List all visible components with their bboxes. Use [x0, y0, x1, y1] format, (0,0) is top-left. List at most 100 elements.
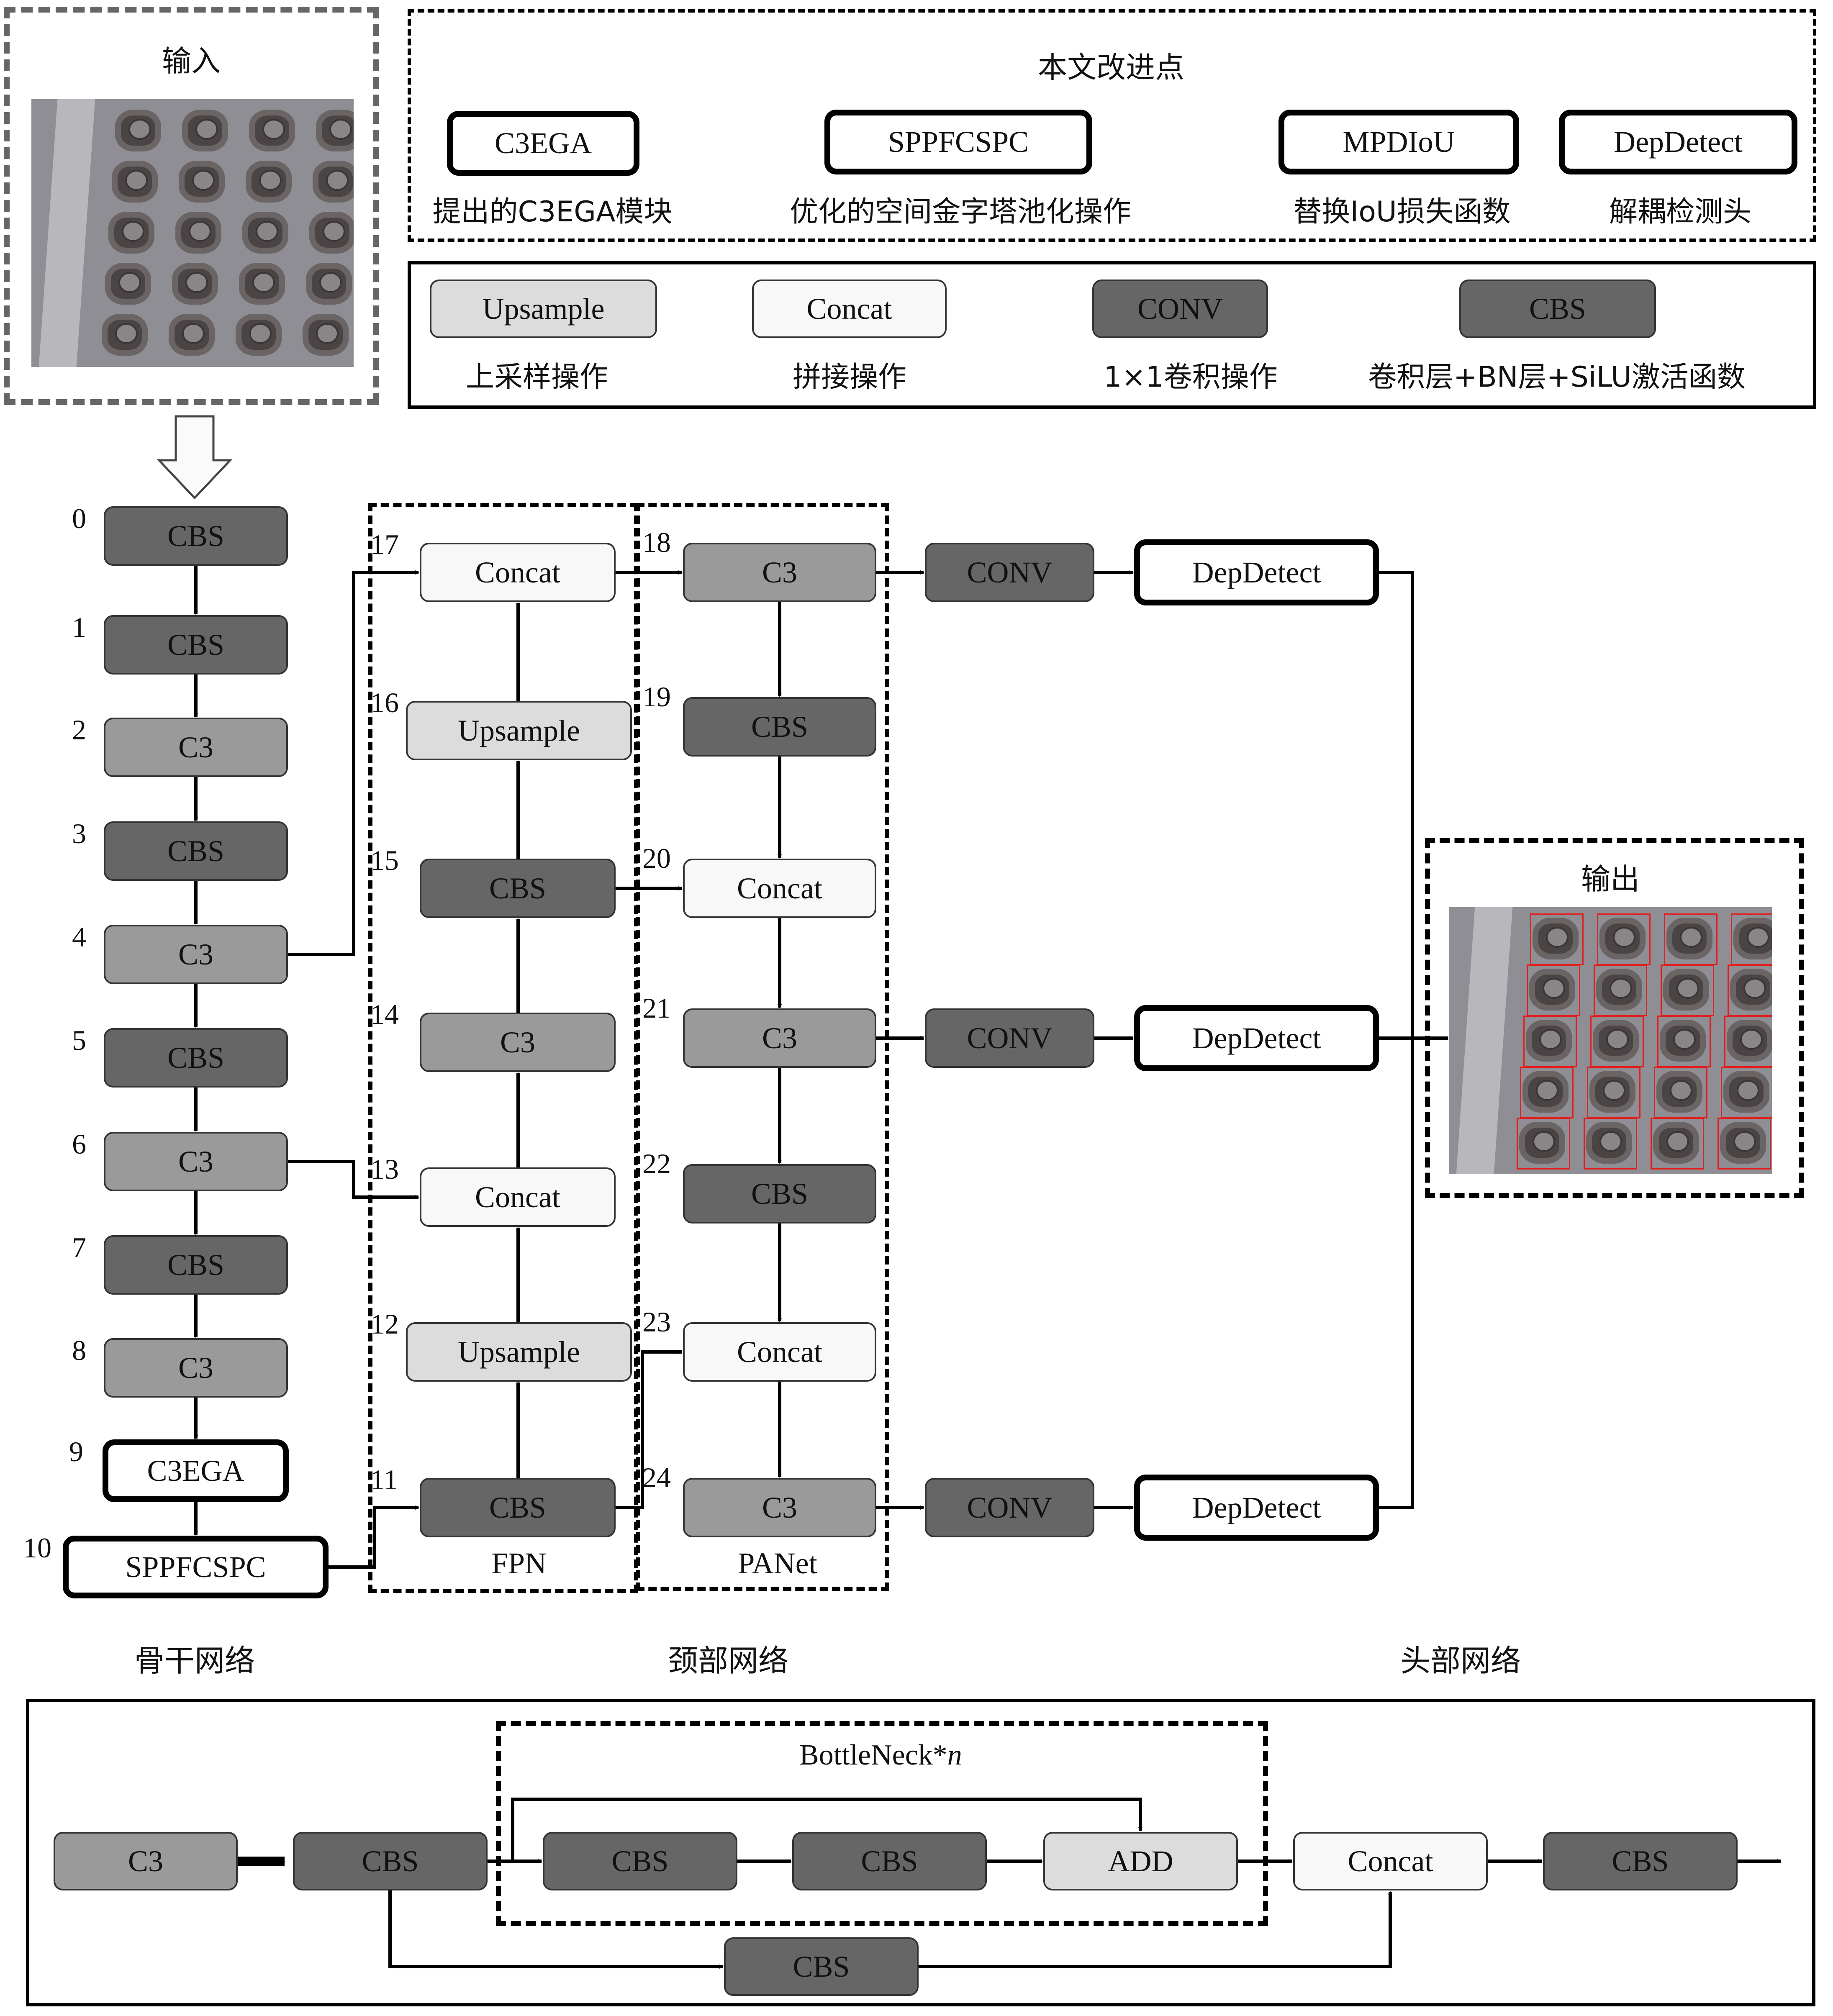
backbone-layer-10: SPPFCSPC — [63, 1536, 329, 1598]
improvement-c3ega: C3EGA — [447, 111, 639, 176]
bolt — [105, 263, 151, 305]
bolt — [112, 161, 158, 203]
connector — [288, 570, 419, 956]
backbone-index-9: 9 — [69, 1436, 83, 1467]
legend-desc-concat: 拼接操作 — [792, 361, 907, 394]
detection-box — [1664, 913, 1717, 965]
head-conv-1: CONV — [925, 1008, 1094, 1068]
panet-index-21: 21 — [642, 992, 671, 1024]
backbone-index-2: 2 — [72, 714, 86, 746]
improvement-depdetect: DepDetect — [1559, 110, 1797, 174]
bolt — [1522, 1071, 1569, 1113]
fpn-layer-11: CBS — [420, 1478, 616, 1537]
legend-conv: CONV — [1092, 280, 1268, 338]
improvement-mpdiou: MPDIoU — [1278, 110, 1519, 174]
bottleneck-n: n — [947, 1739, 962, 1771]
detail-cbs-skip: CBS — [724, 1937, 919, 1996]
bolt — [102, 314, 148, 356]
backbone-title: 骨干网络 — [134, 1643, 255, 1678]
panet-index-24: 24 — [642, 1462, 671, 1493]
legend-upsample: Upsample — [430, 280, 657, 338]
bolt — [172, 263, 218, 305]
panet-index-22: 22 — [642, 1148, 671, 1180]
bolt — [1593, 1020, 1639, 1062]
connector — [919, 1891, 1392, 1968]
bolt — [303, 314, 349, 356]
detection-box — [1721, 1067, 1772, 1118]
bolt — [236, 314, 282, 356]
bolt — [306, 263, 352, 305]
bolt — [1529, 969, 1575, 1011]
detection-box — [1597, 913, 1651, 965]
backbone-layer-3: CBS — [104, 821, 288, 881]
improvement-desc-c3ega: 提出的C3EGA模块 — [432, 195, 673, 228]
backbone-layer-7: CBS — [104, 1235, 288, 1295]
c3-detail-panel — [26, 1699, 1815, 2006]
input-panel — [4, 7, 379, 405]
fpn-index-13: 13 — [370, 1153, 399, 1185]
bolt — [1653, 1122, 1699, 1164]
bolt — [1656, 1071, 1702, 1113]
fpn-layer-15: CBS — [420, 859, 616, 918]
backbone-index-0: 0 — [72, 503, 86, 534]
output-panel — [1425, 838, 1804, 1198]
bolt — [1720, 1122, 1766, 1164]
bolt — [1533, 918, 1579, 959]
detection-box — [1530, 913, 1584, 965]
panet-index-19: 19 — [642, 681, 671, 713]
bolt — [1730, 969, 1772, 1011]
bottleneck-label-text: BottleNeck* — [799, 1739, 947, 1771]
neck-title: 颈部网络 — [667, 1643, 789, 1678]
detection-box — [1724, 1016, 1772, 1067]
improvements-title: 本文改进点 — [1038, 50, 1184, 85]
bolt — [316, 110, 354, 151]
backbone-index-1: 1 — [72, 611, 86, 643]
detection-box — [1590, 1016, 1644, 1067]
connector — [388, 1890, 724, 1969]
connector — [329, 1506, 419, 1569]
fpn-index-15: 15 — [370, 844, 399, 876]
bolt — [1723, 1071, 1769, 1113]
detection-box — [1584, 1118, 1637, 1170]
backbone-index-6: 6 — [72, 1128, 86, 1160]
panet-layer-21: C3 — [683, 1008, 876, 1068]
detail-cbs-in: CBS — [293, 1832, 488, 1890]
detection-box — [1651, 1118, 1704, 1170]
improvement-sppfcspc: SPPFCSPC — [824, 110, 1092, 174]
bolt — [1586, 1122, 1632, 1164]
panet-index-20: 20 — [642, 842, 671, 874]
bolt — [313, 161, 354, 203]
detection-box — [1654, 1067, 1707, 1118]
backbone-layer-4: C3 — [104, 925, 288, 984]
bottleneck-group — [496, 1721, 1268, 1926]
bolt — [1589, 1071, 1635, 1113]
detection-box — [1661, 964, 1714, 1016]
backbone-layer-0: CBS — [104, 506, 288, 566]
connector — [288, 1160, 419, 1199]
legend-panel — [408, 261, 1816, 409]
panet-layer-23: Concat — [683, 1322, 876, 1382]
legend-desc-cbs: 卷积层+BN层+SiLU激活函数 — [1368, 361, 1746, 394]
fpn-index-17: 17 — [370, 528, 399, 560]
panet-layer-19: CBS — [683, 697, 876, 757]
improvement-desc-sppfcspc: 优化的空间金字塔池化操作 — [789, 195, 1132, 228]
head-conv-2: CONV — [925, 1478, 1094, 1537]
bolt — [169, 314, 215, 356]
bolt — [1727, 1020, 1772, 1062]
head-depdetect-1: DepDetect — [1134, 1005, 1379, 1071]
backbone-layer-5: CBS — [104, 1028, 288, 1088]
fpn-index-12: 12 — [370, 1308, 399, 1340]
detection-box — [1731, 913, 1772, 965]
bottleneck-label: BottleNeck*n — [799, 1739, 962, 1772]
fpn-index-11: 11 — [370, 1464, 398, 1495]
detail-c3: C3 — [54, 1832, 238, 1890]
panet-layer-22: CBS — [683, 1164, 876, 1223]
bolt — [1733, 918, 1772, 959]
detection-box — [1657, 1016, 1711, 1067]
detection-box — [1594, 964, 1647, 1016]
connector — [616, 1350, 683, 1509]
fpn-layer-13: Concat — [420, 1167, 616, 1227]
improvement-desc-depdetect: 解耦检测头 — [1609, 195, 1752, 228]
bolt — [115, 110, 161, 151]
fpn-layer-12: Upsample — [406, 1322, 632, 1382]
